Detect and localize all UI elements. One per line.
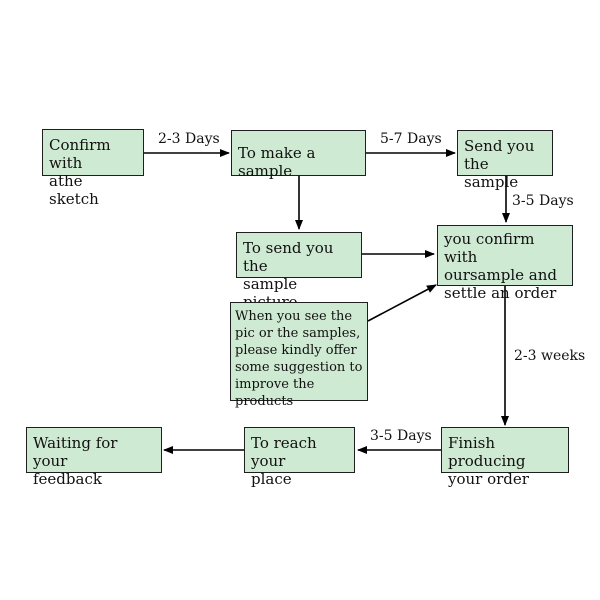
node-send-picture: To send you the sample picture <box>236 232 362 311</box>
node-confirm-order: you confirm with oursample and settle an… <box>437 225 573 302</box>
label-send-to-confirm: 3-5 Days <box>512 193 574 209</box>
node-reach-place: To reach your place <box>244 427 355 488</box>
label-finish-to-reach: 3-5 Days <box>370 428 432 444</box>
arrow-suggestion-to-confirm <box>367 284 437 322</box>
node-waiting-feedback: Waiting for your feedback <box>26 427 162 488</box>
node-suggestion: When you see the pic or the samples, ple… <box>230 302 368 409</box>
node-send-sample: Send you the sample <box>457 130 553 191</box>
label-confirm-to-finish: 2-3 weeks <box>514 348 586 364</box>
label-sample-to-send: 5-7 Days <box>380 131 442 147</box>
node-finish-order: Finish producing your order <box>441 427 569 488</box>
node-make-sample: To make a sample <box>231 130 366 180</box>
node-confirm-sketch: Confirm with athe sketch <box>42 129 144 208</box>
label-sketch-to-sample: 2-3 Days <box>158 131 220 147</box>
